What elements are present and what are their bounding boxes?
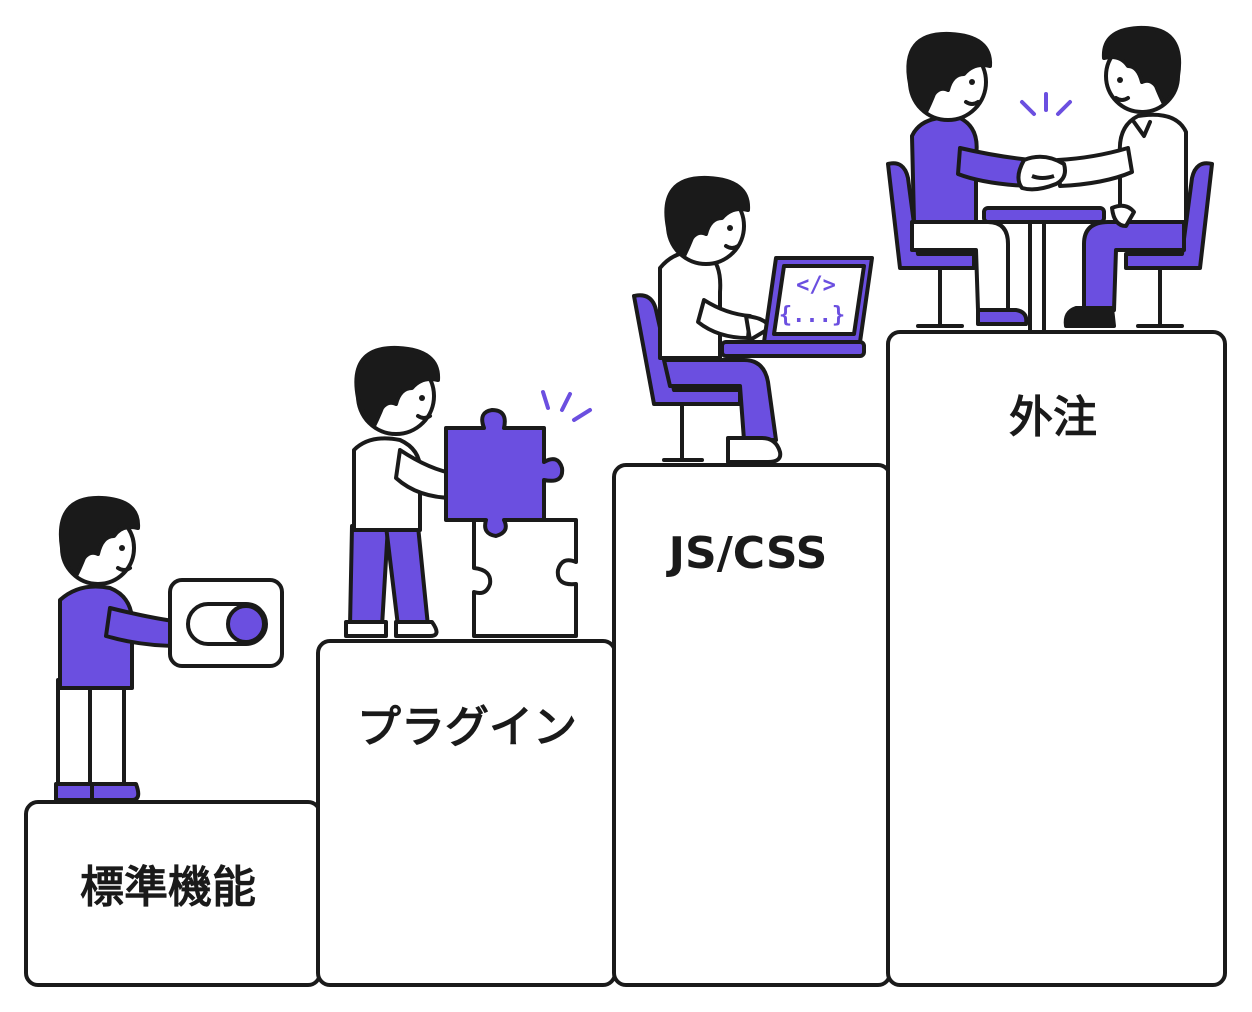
handshake-icon <box>1016 154 1067 192</box>
sparkle-icon <box>541 390 592 422</box>
step-label-outsourcing: 外注 <box>1009 392 1097 443</box>
puzzle-piece-icon <box>444 408 578 638</box>
person-holding-puzzle <box>344 345 477 638</box>
meeting-table <box>982 206 1106 330</box>
step-block-2 <box>316 639 617 987</box>
toggle-switch-icon <box>168 578 284 668</box>
step-label-standard: 標準機能 <box>80 862 256 913</box>
sparkle-icon <box>1020 92 1072 116</box>
person-right-handshake <box>1056 25 1214 328</box>
person-left-handshake <box>886 31 1032 328</box>
step-label-jscss: JS/CSS <box>666 528 828 579</box>
step-block-4 <box>886 330 1227 987</box>
laptop-code-icon <box>720 256 874 358</box>
person-at-laptop <box>632 175 783 464</box>
laptop-code-text-1: </> <box>796 273 836 298</box>
laptop-code-text-2: {...} <box>779 303 845 328</box>
step-blocks <box>24 330 1227 987</box>
step-label-plugin: プラグイン <box>357 702 577 753</box>
person-pressing-toggle <box>54 495 206 802</box>
